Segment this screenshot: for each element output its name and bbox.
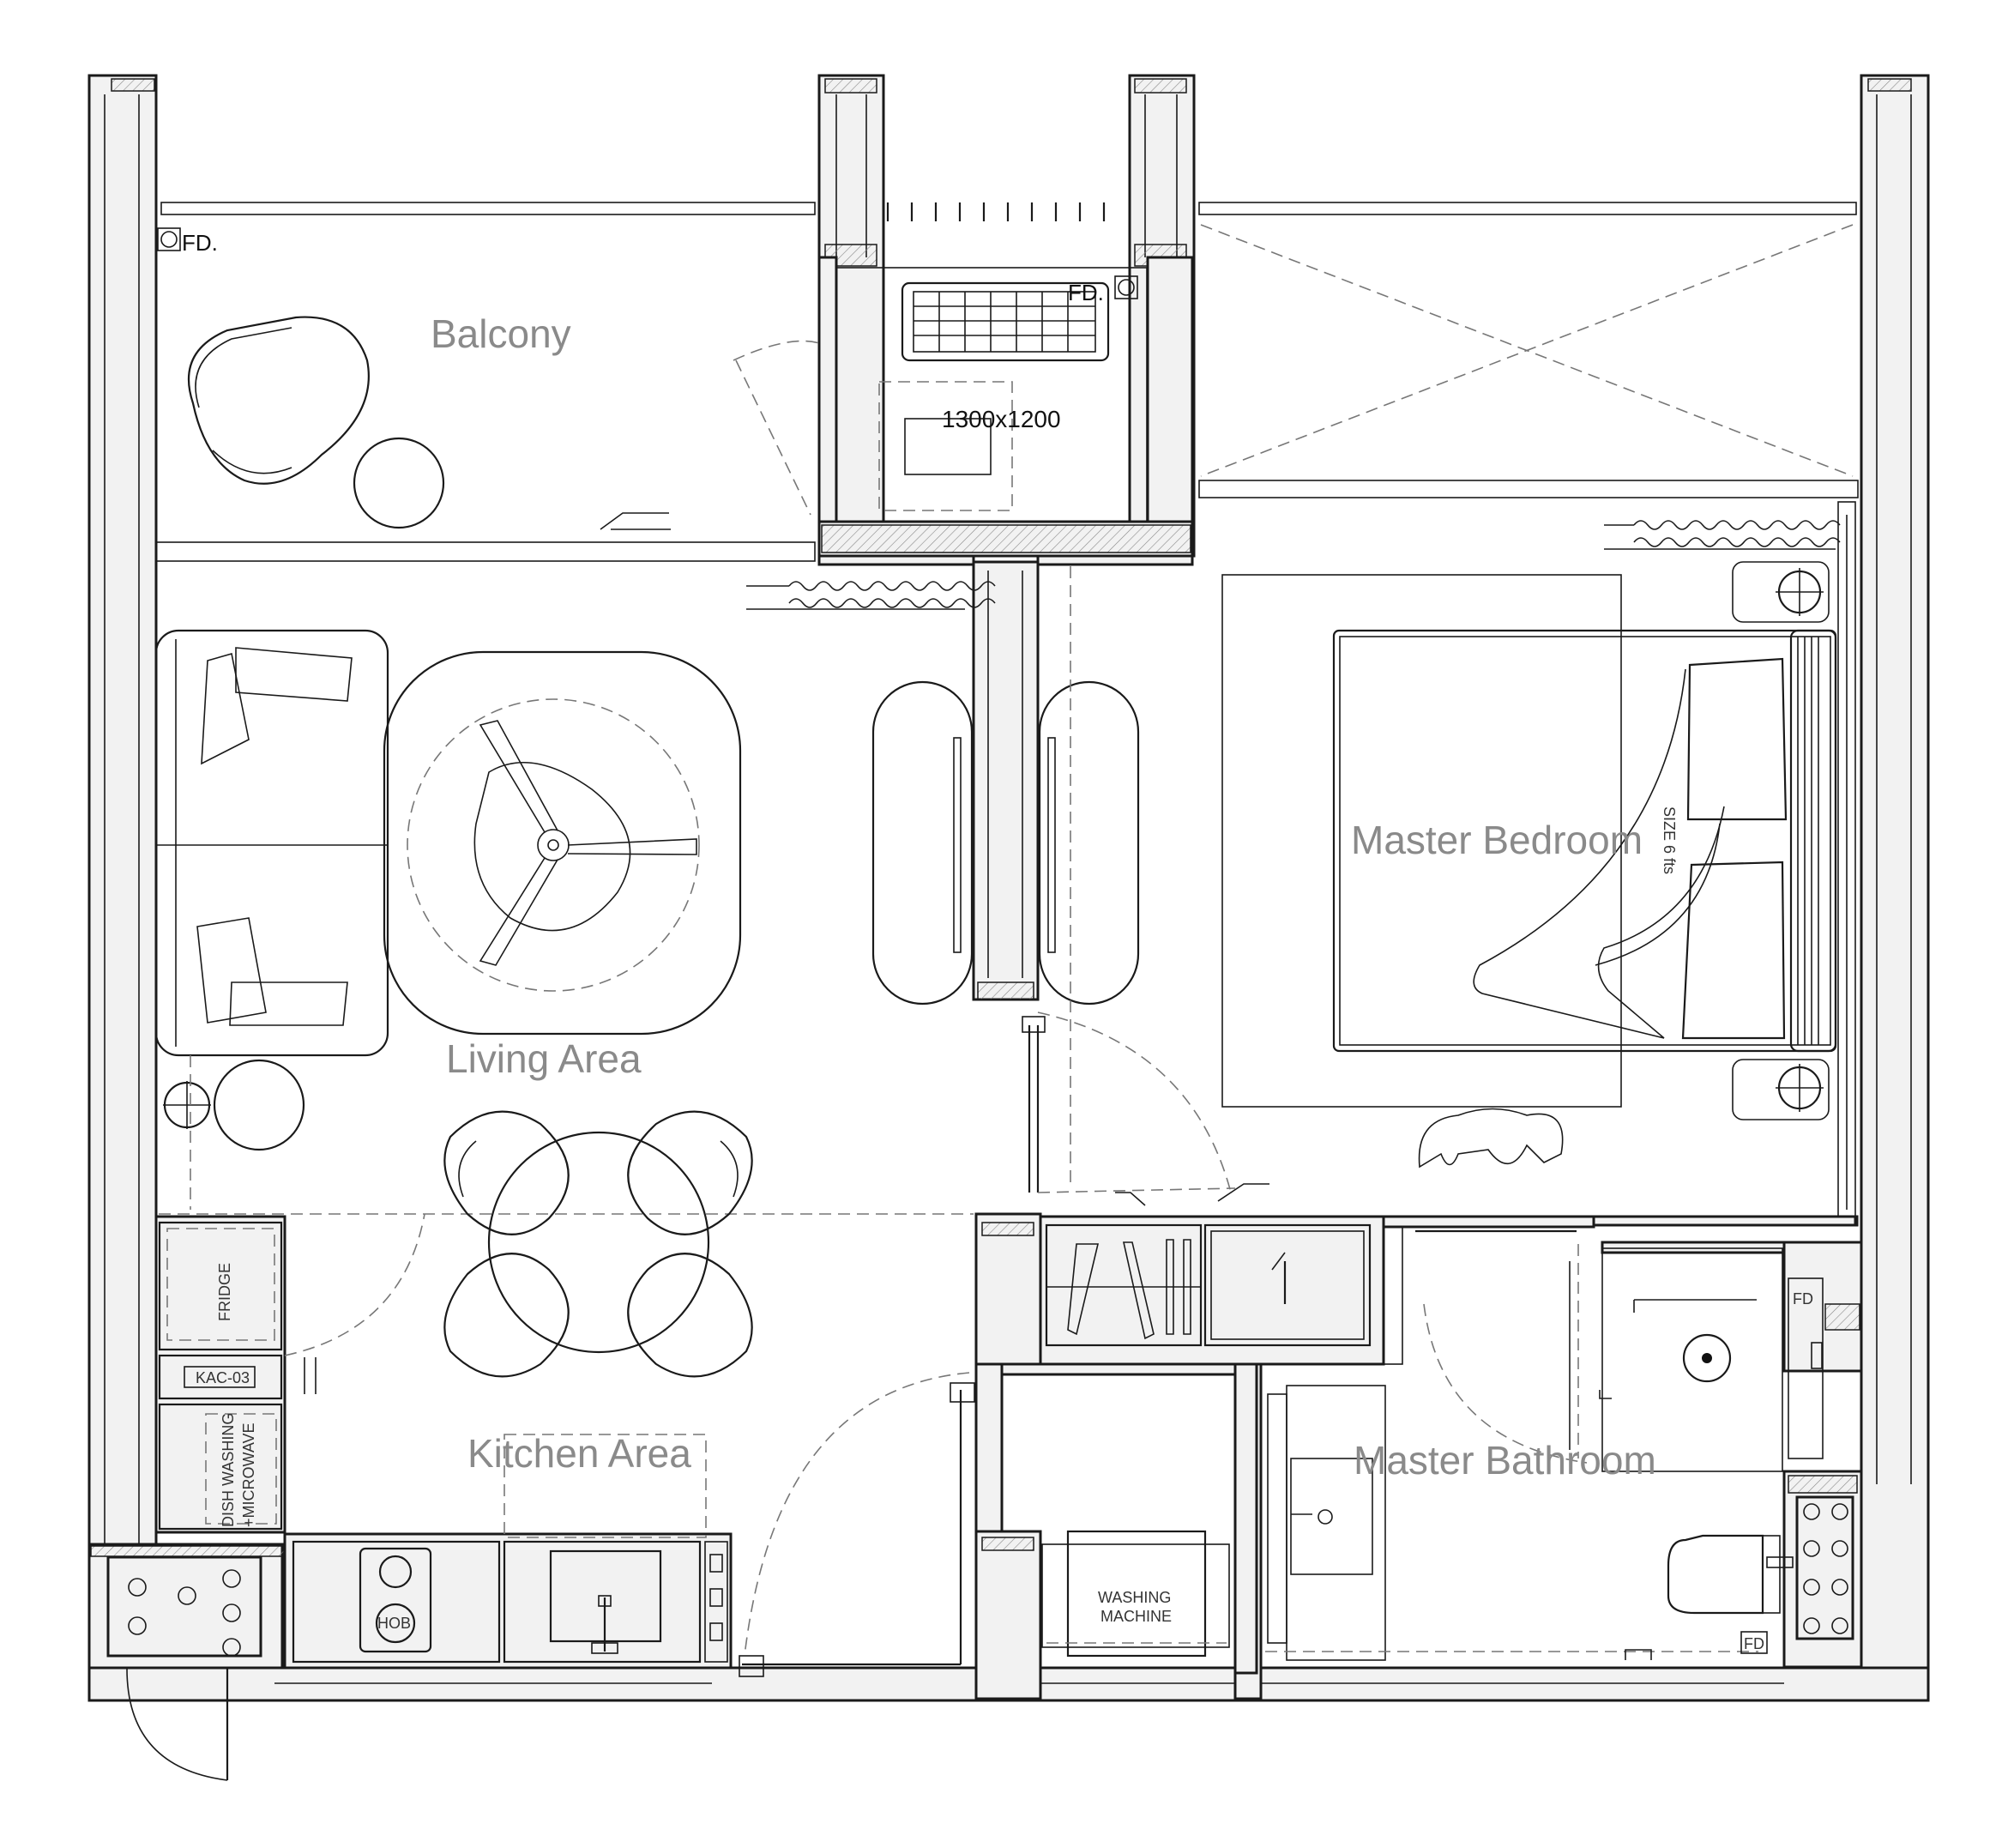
washing-machine-label-1: WASHING	[1098, 1589, 1171, 1606]
wardrobe	[974, 1212, 1403, 1366]
entrance-services	[87, 1543, 285, 1781]
partition-living-bedroom	[817, 554, 1194, 1001]
vanity	[1265, 1385, 1758, 1661]
bed: SIZE 6 fts	[1332, 629, 1837, 1053]
svg-text:FD: FD	[1744, 1635, 1764, 1652]
balcony-railings	[155, 202, 1859, 562]
nightstand-top	[1732, 561, 1830, 623]
room-label-kitchen: Kitchen Area	[467, 1431, 691, 1476]
curtains	[746, 520, 1841, 610]
room-label-balcony: Balcony	[431, 311, 571, 356]
dishwashing-label: DISH WASHING	[220, 1413, 237, 1527]
svg-text:FD.: FD.	[182, 230, 218, 256]
hob-label: HOB	[377, 1615, 411, 1632]
sofa	[154, 629, 389, 1057]
nightstand-bottom	[1732, 1059, 1830, 1120]
fridge-label: FRIDGE	[216, 1263, 233, 1321]
laundry-door	[744, 1372, 975, 1664]
ac-dimension: 1300x1200	[942, 406, 1061, 432]
ac-louvres	[886, 202, 1106, 221]
bathroom-walls	[1233, 1215, 1863, 1675]
bedroom-rug	[1221, 574, 1622, 1108]
lounge-chair	[187, 316, 370, 485]
front-door	[739, 1655, 961, 1677]
ceiling-fan	[473, 720, 697, 966]
laundry-room: WASHING MACHINE	[739, 1362, 1263, 1700]
washing-machine-label-2: MACHINE	[1100, 1608, 1172, 1625]
bed-size-label: SIZE 6 fts	[1661, 806, 1678, 874]
svg-text:FD: FD	[1793, 1290, 1813, 1307]
bedroom-door	[1022, 1012, 1269, 1206]
room-label-living: Living Area	[446, 1036, 642, 1081]
kitchen-sink	[549, 1549, 662, 1654]
room-label-bedroom: Master Bedroom	[1351, 818, 1643, 862]
bathroom-door	[1415, 1229, 1588, 1464]
side-table-living	[163, 1059, 305, 1151]
kitchen-tall-units: FRIDGE KAC-03 DISH WASHING +MICROWAVE	[154, 1213, 425, 1534]
washing-machine: WASHING MACHINE	[1041, 1530, 1230, 1658]
svg-text:FD.: FD.	[1068, 280, 1104, 305]
door-threshold-balcony	[600, 512, 671, 530]
toilet	[1667, 1534, 1794, 1615]
bathroom-services	[1803, 1503, 1848, 1634]
ac-ledge: FD. 1300x1200	[733, 202, 1194, 558]
floor-drain-balcony: FD.	[157, 227, 218, 256]
dining-set	[443, 1110, 753, 1378]
ottoman-left	[871, 680, 974, 1006]
ac-drain: FD.	[1068, 275, 1138, 305]
kac-label: KAC-03	[196, 1369, 250, 1386]
balcony-side-table	[353, 437, 445, 529]
bedroom-lounge-shape	[1418, 1108, 1564, 1169]
rug-living	[383, 650, 742, 1036]
ottoman-right	[1038, 680, 1140, 1006]
shower-area: FD	[1599, 1247, 1824, 1472]
microwave-label: +MICROWAVE	[240, 1422, 257, 1527]
ac-condenser	[901, 281, 1110, 362]
room-label-bathroom: Master Bathroom	[1354, 1438, 1656, 1483]
bathroom-drain: FD	[1625, 1631, 1768, 1660]
kitchen-counter	[283, 1532, 733, 1670]
hob: HOB	[359, 1547, 432, 1653]
